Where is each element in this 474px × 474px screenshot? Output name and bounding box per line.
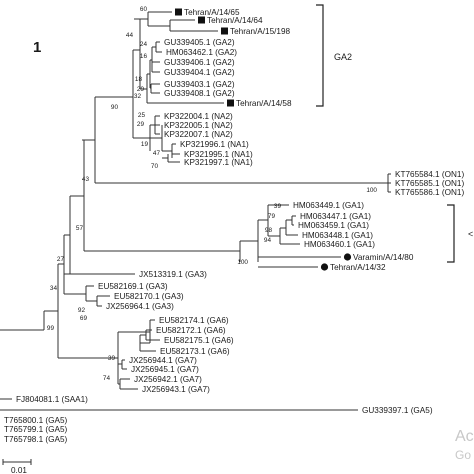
tip-label: GU339406.1 (GA2) — [164, 58, 235, 67]
tip-label: GU339405.1 (GA2) — [164, 38, 235, 47]
ga1-bracket — [447, 204, 455, 263]
bootstrap-value: 94 — [264, 237, 272, 244]
tip-label: KT765584.1 (ON1) — [395, 170, 464, 179]
tip-label: GU339397.1 (GA5) — [362, 406, 433, 415]
tip-label: EU582173.1 (GA6) — [160, 347, 230, 356]
tip-label: KT765586.1 (ON1) — [395, 188, 464, 197]
ga2-bracket — [316, 4, 324, 107]
bootstrap-labels: 6044241618293290252919477043100397998941… — [47, 6, 378, 382]
bootstrap-value: 32 — [134, 93, 142, 100]
bootstrap-value: 39 — [108, 355, 116, 362]
bootstrap-value: 39 — [274, 203, 282, 210]
circle-marker — [320, 263, 329, 271]
bootstrap-value: 16 — [140, 53, 148, 60]
bootstrap-value: 74 — [103, 375, 111, 382]
bootstrap-value: 43 — [82, 176, 90, 183]
tip-label: EU582172.1 (GA6) — [156, 326, 226, 335]
tip-label: GU339404.1 (GA2) — [164, 68, 235, 77]
tip-label: HM063460.1 (GA1) — [304, 240, 375, 249]
bootstrap-value: 79 — [268, 213, 276, 220]
square-marker — [175, 8, 182, 16]
figure-number: 1 — [33, 39, 41, 56]
bootstrap-value: 24 — [140, 41, 148, 48]
tip-label: JX256942.1 (GA7) — [134, 375, 202, 384]
square-marker — [227, 99, 234, 107]
tip-label: KT765585.1 (ON1) — [395, 179, 464, 188]
tip-label: T765800.1 (GA5) — [4, 416, 68, 425]
bootstrap-value: 29 — [137, 121, 145, 128]
scale-bar-label: 0.01 — [11, 466, 27, 474]
bootstrap-value: 44 — [126, 32, 134, 39]
bootstrap-value: 98 — [265, 227, 273, 234]
tip-label: GU339408.1 (GA2) — [164, 89, 235, 98]
bootstrap-value: 19 — [141, 141, 149, 148]
square-marker — [198, 16, 205, 24]
tip-label: Tehran/A/14/65 — [184, 8, 240, 17]
tip-label: EU582170.1 (GA3) — [114, 292, 184, 301]
tip-label: FJ804081.1 (SAA1) — [16, 395, 88, 404]
tip-label: Tehran/A/15/198 — [230, 27, 291, 36]
bootstrap-value: 29 — [137, 86, 145, 93]
tip-label: KP321996.1 (NA1) — [180, 140, 249, 149]
ga1-clade-label-partial: < — [468, 229, 473, 239]
tip-label: KP322007.1 (NA2) — [164, 130, 233, 139]
tip-label: HM063459.1 (GA1) — [298, 221, 369, 230]
tip-label: KP322005.1 (NA2) — [164, 121, 233, 130]
bootstrap-value: 25 — [138, 112, 146, 119]
bootstrap-value: 47 — [153, 150, 161, 157]
watermark-line-2: Go — [455, 448, 472, 462]
bootstrap-value: 27 — [57, 256, 65, 263]
tip-label: GU339403.1 (GA2) — [164, 80, 235, 89]
bootstrap-value: 18 — [135, 76, 143, 83]
tip-label: EU582169.1 (GA3) — [98, 282, 168, 291]
bootstrap-value: 57 — [76, 225, 84, 232]
bootstrap-value: 34 — [50, 285, 58, 292]
tree-branches — [0, 11, 391, 411]
tip-label: T765798.1 (GA5) — [4, 435, 68, 444]
tip-label: JX256964.1 (GA3) — [106, 302, 174, 311]
tip-label: EU582175.1 (GA6) — [164, 336, 234, 345]
tip-label: JX256945.1 (GA7) — [131, 365, 199, 374]
tip-label: Tehran/A/14/32 — [330, 263, 386, 272]
square-marker — [221, 27, 228, 35]
tip-label: JX256944.1 (GA7) — [129, 356, 197, 365]
tip-label: KP321997.1 (NA1) — [184, 158, 253, 167]
circle-marker — [343, 253, 352, 261]
tip-label: Tehran/A/14/64 — [207, 16, 263, 25]
tip-label: HM063462.1 (GA2) — [166, 48, 237, 57]
bootstrap-value: 60 — [140, 6, 148, 13]
tip-label: KP322004.1 (NA2) — [164, 112, 233, 121]
bootstrap-value: 70 — [151, 163, 159, 170]
tip-label: HM063447.1 (GA1) — [300, 212, 371, 221]
tip-label: Varamin/A/14/80 — [353, 253, 414, 262]
tip-label: Tehran/A/14/58 — [236, 99, 292, 108]
watermark-line-1: Ac — [455, 428, 474, 445]
tip-label: HM063449.1 (GA1) — [293, 201, 364, 210]
tip-labels: Tehran/A/14/65Tehran/A/14/64Tehran/A/15/… — [4, 8, 464, 444]
bootstrap-value: 92 — [78, 307, 86, 314]
tip-label: JX256943.1 (GA7) — [142, 385, 210, 394]
ga2-clade-label: GA2 — [334, 52, 352, 62]
bootstrap-value: 69 — [80, 315, 88, 322]
bootstrap-value: 90 — [111, 104, 119, 111]
bootstrap-value: 99 — [47, 325, 55, 332]
tip-label: EU582174.1 (GA6) — [159, 316, 229, 325]
tip-label: KP321995.1 (NA1) — [184, 150, 253, 159]
tip-label: T765799.1 (GA5) — [4, 425, 68, 434]
tip-markers — [175, 8, 352, 271]
bootstrap-value: 100 — [237, 259, 248, 266]
bootstrap-value: 100 — [366, 187, 377, 194]
tip-label: JX513319.1 (GA3) — [139, 270, 207, 279]
tip-label: HM063448.1 (GA1) — [302, 231, 373, 240]
